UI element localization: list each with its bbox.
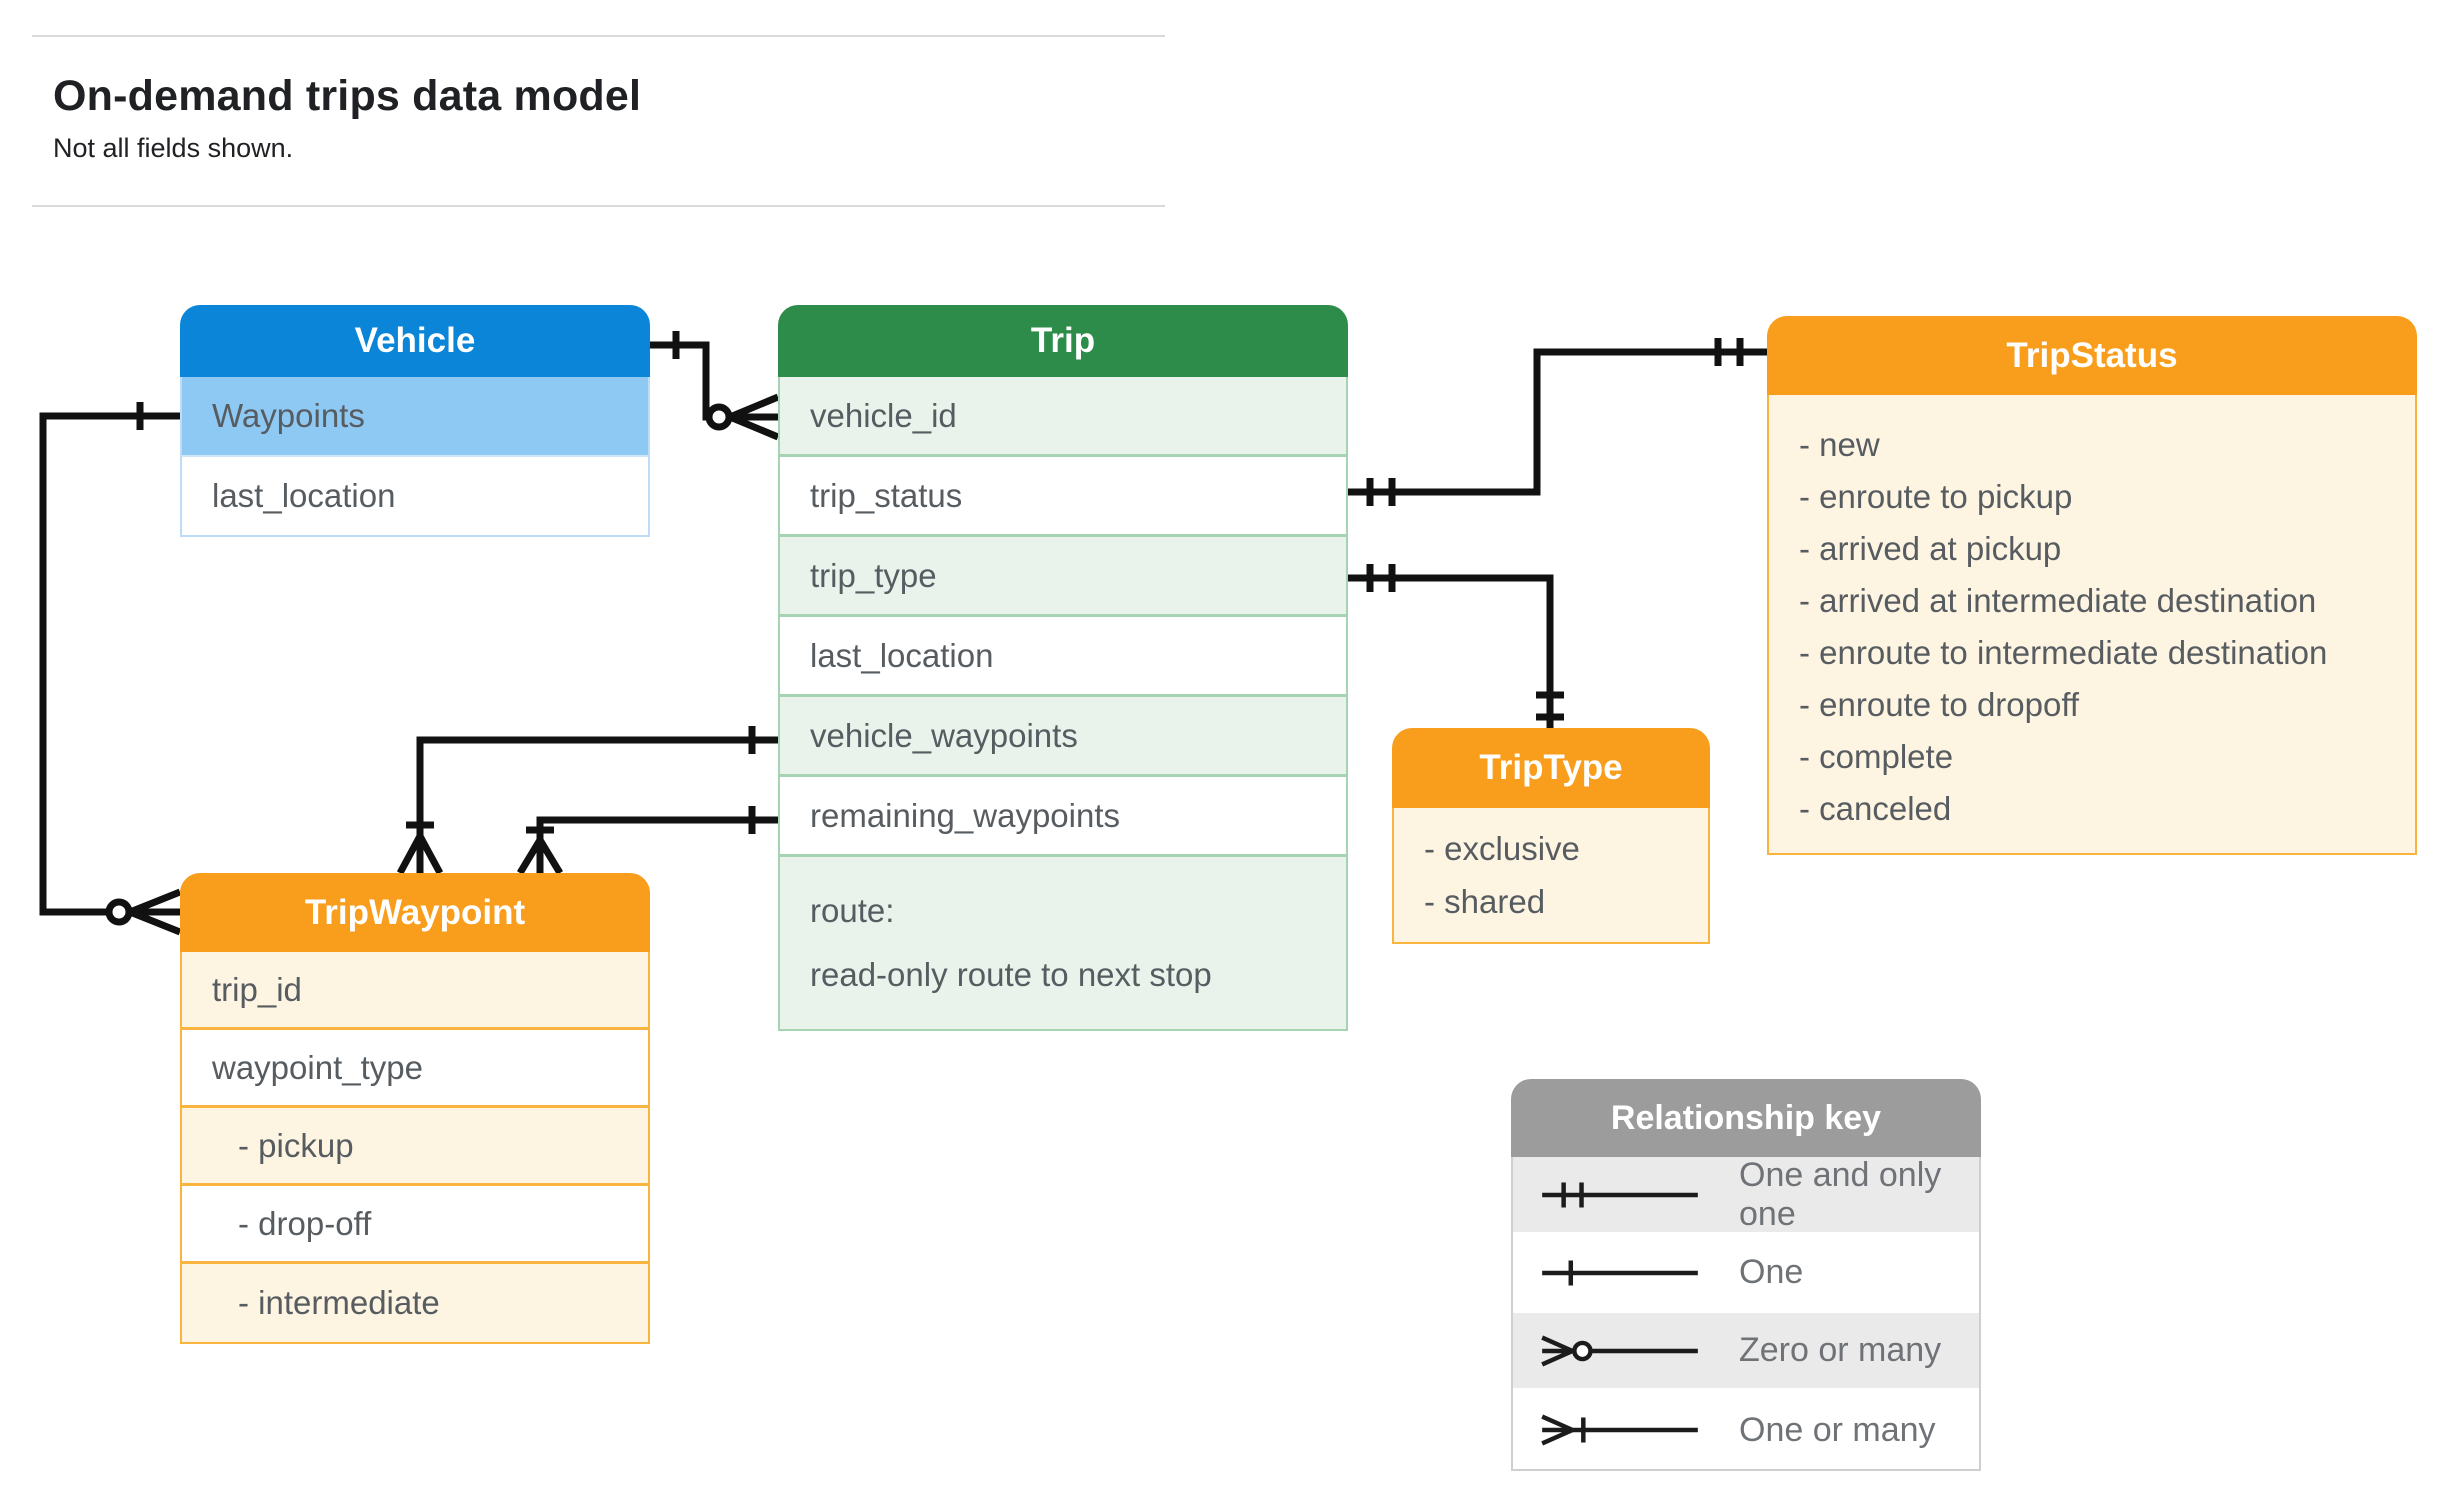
enum-value: - canceled [1799, 790, 1952, 827]
field-label: vehicle_id [810, 396, 957, 434]
zero-or-many-symbol [1541, 1335, 1698, 1366]
field-label: trip_status [810, 476, 963, 514]
enum-value: - shared [1424, 883, 1546, 920]
field-label: Waypoints [212, 397, 365, 434]
enum-value: - enroute to intermediate destination [1799, 634, 2328, 671]
connector-remaining-waypoints-to-tripwaypoint [517, 806, 778, 875]
entity-tripstatus: TripStatus - new - enroute to pickup - a… [1767, 316, 2417, 855]
field-label: trip_id [212, 970, 302, 1008]
enum-waypoint-intermediate: - intermediate [182, 1264, 648, 1342]
connector-trip-status-to-tripstatus [1348, 338, 1767, 506]
enum-value: - exclusive [1424, 830, 1580, 867]
relationship-key-header: Relationship key [1511, 1079, 1981, 1157]
entity-tripwaypoint-header: TripWaypoint [180, 873, 650, 952]
connector-vehicle-waypoints-field-to-tripwaypoint [396, 726, 778, 875]
enum-value: - drop-off [238, 1204, 372, 1242]
entity-vehicle-title: Vehicle [354, 321, 476, 360]
field-tripwaypoint-trip-id: trip_id [182, 952, 648, 1030]
field-trip-vehicle-id: vehicle_id [780, 377, 1346, 457]
enum-value: - enroute to pickup [1799, 478, 2073, 515]
entity-triptype-title: TripType [1479, 748, 1623, 787]
field-label: last_location [810, 636, 994, 674]
enum-waypoint-pickup: - pickup [182, 1108, 648, 1186]
key-row-one-or-many: One or many [1513, 1391, 1979, 1469]
one-symbol [1542, 1259, 1698, 1286]
entity-tripwaypoint: TripWaypoint trip_id waypoint_type - pic… [180, 873, 650, 1344]
field-label: waypoint_type [212, 1048, 423, 1086]
key-label: One and only one [1739, 1155, 1942, 1233]
field-label: last_location [212, 477, 396, 514]
enum-waypoint-dropoff: - drop-off [182, 1186, 648, 1264]
key-label: Zero or many [1739, 1331, 1942, 1369]
entity-triptype-header: TripType [1392, 728, 1710, 808]
entity-tripwaypoint-title: TripWaypoint [304, 892, 526, 932]
enum-value: - new [1799, 426, 1880, 463]
entity-trip: Trip vehicle_id trip_status trip_type la… [778, 305, 1348, 1031]
relationship-key: Relationship key One and only one One [1511, 1079, 1981, 1471]
entity-tripstatus-header: TripStatus [1767, 316, 2417, 395]
connector-vehicle-waypoints-to-tripwaypoint [39, 402, 182, 936]
field-trip-vehicle-waypoints: vehicle_waypoints [780, 697, 1346, 777]
field-label: trip_type [810, 556, 937, 594]
key-row-zero-or-many: Zero or many [1513, 1313, 1979, 1391]
field-label: remaining_waypoints [810, 796, 1121, 834]
key-label: One [1739, 1253, 1804, 1291]
field-trip-type: trip_type [780, 537, 1346, 617]
entity-vehicle-header: Vehicle [180, 305, 650, 377]
field-tripwaypoint-waypoint-type: waypoint_type [182, 1030, 648, 1108]
field-route-description: read-only route to next stop [810, 956, 1212, 993]
key-label: One or many [1739, 1410, 1936, 1449]
enum-value: - pickup [238, 1126, 354, 1164]
enum-value: - intermediate [238, 1284, 440, 1321]
field-trip-last-location: last_location [780, 617, 1346, 697]
entity-triptype: TripType - exclusive - shared [1392, 728, 1710, 944]
field-trip-remaining-waypoints: remaining_waypoints [780, 777, 1346, 857]
page-subtitle: Not all fields shown. [53, 133, 294, 163]
enum-value: - arrived at intermediate destination [1799, 582, 2317, 619]
field-route-label: route: [810, 892, 895, 929]
field-label: vehicle_waypoints [810, 716, 1078, 754]
entity-vehicle: Vehicle Waypoints last_location [180, 305, 650, 537]
key-row-one-and-only-one: One and only one [1513, 1155, 1979, 1235]
enum-value: - complete [1799, 738, 1954, 775]
enum-value: - arrived at pickup [1799, 530, 2062, 567]
triptype-values: - exclusive - shared [1394, 808, 1708, 942]
page-title: On-demand trips data model [53, 72, 642, 120]
entity-trip-title: Trip [1030, 321, 1096, 360]
entity-tripstatus-title: TripStatus [2006, 335, 2178, 375]
field-vehicle-waypoints: Waypoints [182, 377, 648, 457]
connector-trip-type-to-triptype [1348, 564, 1564, 728]
header-divider [32, 205, 1165, 207]
field-trip-status: trip_status [780, 457, 1346, 537]
relationship-key-title: Relationship key [1610, 1098, 1882, 1137]
tripstatus-values: - new - enroute to pickup - arrived at p… [1769, 395, 2415, 853]
field-vehicle-last-location: last_location [182, 457, 648, 535]
field-trip-route: route: read-only route to next stop [780, 857, 1346, 1029]
top-divider [32, 35, 1165, 37]
entity-trip-header: Trip [778, 305, 1348, 377]
one-or-many-symbol [1541, 1414, 1698, 1446]
connector-vehicle-to-trip [650, 331, 780, 441]
key-row-one: One [1513, 1235, 1979, 1313]
one-and-only-one-symbol [1542, 1181, 1698, 1208]
enum-value: - enroute to dropoff [1799, 686, 2080, 723]
